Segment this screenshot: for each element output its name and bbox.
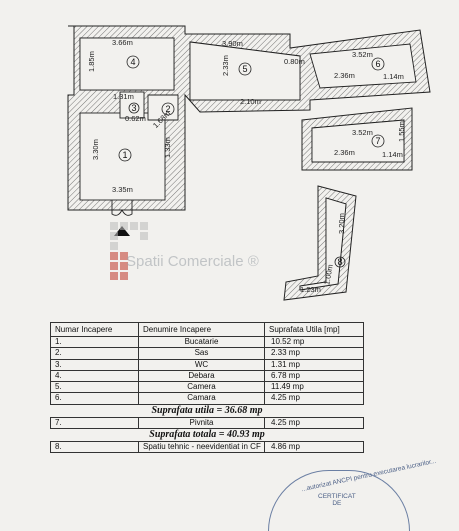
row-name: Sas [138,347,265,360]
row-area: 4.86 mp [264,441,364,454]
row-nr: 1. [50,335,139,349]
dim-335: 3.35m [112,185,133,194]
watermark-logo-icon [110,222,148,280]
room-number-2: 2 [165,104,170,114]
summary-utila: Suprafata utila = 36.68 mp [50,403,364,418]
row-area: 11.49 mp [264,381,364,394]
row-name: Debara [138,369,265,383]
dim-352a: 3.52m [352,50,373,59]
dim-236a: 2.36m [334,71,355,80]
row-nr: 8. [50,441,139,454]
room-number-3: 3 [131,103,136,113]
stamp-cert-line2: DE [332,500,342,507]
dim-185: 1.85m [87,51,96,72]
dim-114a: 1.14m [383,72,404,81]
room-number-4: 4 [130,57,135,67]
table-row: 2. Sas 2.33 mp [50,347,364,360]
room-8 [299,197,347,291]
row-area: 4.25 mp [264,416,364,430]
table-row: 7. Pivnita 4.25 mp [50,416,364,430]
room-6 [309,43,417,89]
dim-390: 3.90m [222,39,243,48]
row-area: 2.33 mp [264,347,364,360]
room-number-6: 6 [375,59,380,69]
row-name: Camara [138,392,265,405]
table-row: 5. Camera 11.49 mp [50,381,364,394]
row-area: 10.52 mp [264,335,364,349]
row-name: Spatiu tehnic - neevidentiat in CF [138,441,265,454]
area-table: Numar Incapere Denumire Incapere Suprafa… [50,322,364,454]
dim-320: 3.20m [337,213,346,234]
room-number-5: 5 [242,64,247,74]
dim-210: 2.10m [240,97,261,106]
header-name: Denumire Incapere [138,322,265,337]
table-row: 8. Spatiu tehnic - neevidentiat in CF 4.… [50,441,364,454]
dim-330: 3.30m [91,139,100,160]
table-header: Numar Incapere Denumire Incapere Suprafa… [50,322,364,337]
row-nr: 3. [50,358,139,371]
room-7 [311,119,405,163]
table-row: 6. Camara 4.25 mp [50,392,364,405]
table-row: 4. Debara 6.78 mp [50,369,364,383]
dim-080: 0.80m [284,57,305,66]
dim-155: 1.55m [397,121,406,142]
row-nr: 7. [50,416,139,430]
row-nr: 5. [50,381,139,394]
room-3 [119,91,145,119]
header-nr: Numar Incapere [50,322,139,337]
summary-utila-row: Suprafata utila = 36.68 mp [50,403,364,418]
row-nr: 4. [50,369,139,383]
dim-233: 2.33m [221,55,230,76]
row-nr: 2. [50,347,139,360]
header-area: Suprafata Utila [mp] [264,322,364,337]
floor-plan: 3.66m 3.90m 1.85m 2.33m 0.80m 3.52m 2.36… [67,25,431,301]
row-area: 6.78 mp [264,369,364,383]
row-area: 4.25 mp [264,392,364,405]
room-5 [189,41,301,101]
summary-totala-row: Suprafata totala = 40.93 mp [50,428,364,443]
row-nr: 6. [50,392,139,405]
table-row: 1. Bucatarie 10.52 mp [50,335,364,349]
room-number-1: 1 [122,150,127,160]
row-area: 1.31 mp [264,358,364,371]
room-number-7: 7 [375,136,380,146]
dim-366: 3.66m [112,38,133,47]
dim-062: 0.62m [125,114,146,123]
row-name: WC [138,358,265,371]
watermark-text: Spatii Comerciale ® [126,253,259,270]
dim-100: 1.00m [322,264,334,286]
stamp-cert-text: CERTIFICAT DE [318,493,356,507]
room-2 [147,94,179,121]
entrance-door [111,200,133,216]
row-name: Bucatarie [138,335,265,349]
table-row: 3. WC 1.31 mp [50,358,364,371]
summary-totala: Suprafata totala = 40.93 mp [50,428,364,443]
row-name: Pivnita [138,416,265,430]
dim-123: 1.23m [300,285,321,294]
dim-352b: 3.52m [352,128,373,137]
row-name: Camera [138,381,265,394]
dim-114b: 1.14m [382,150,403,159]
dim-133: 1.33m [163,137,172,158]
dim-131: 1.31m [113,92,134,101]
dim-236b: 2.36m [334,148,355,157]
room-number-8: 8 [337,257,342,267]
stamp-cert-line1: CERTIFICAT [318,493,356,500]
